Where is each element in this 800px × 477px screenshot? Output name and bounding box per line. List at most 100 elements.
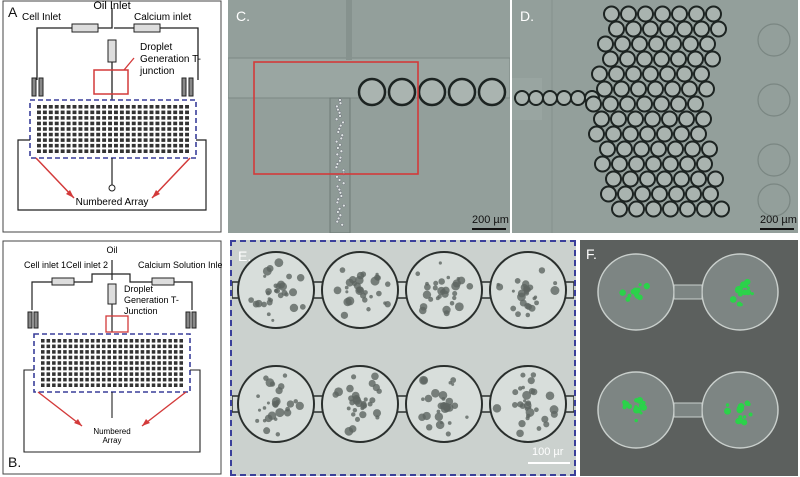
cell <box>422 290 432 300</box>
droplet <box>611 155 628 173</box>
cell <box>265 290 271 296</box>
array-cell <box>114 138 118 142</box>
cell <box>335 152 339 156</box>
array-cell <box>68 350 73 354</box>
droplet <box>603 5 620 23</box>
array-cell <box>78 143 83 148</box>
array-cell <box>66 121 71 126</box>
array-cell <box>96 339 100 343</box>
cell <box>352 394 361 403</box>
droplet <box>678 110 695 128</box>
array-cell <box>119 121 124 126</box>
cell <box>438 278 445 285</box>
fluorescent-cell <box>633 406 639 412</box>
array-cell <box>74 355 78 360</box>
array-cell <box>168 377 172 382</box>
droplet <box>681 80 698 98</box>
array-cell <box>84 116 89 120</box>
array-cell <box>118 361 123 365</box>
cell <box>340 223 344 227</box>
b-numbered-label-2: Array <box>102 436 121 445</box>
array-cell <box>101 355 106 360</box>
array-cell <box>119 116 124 120</box>
cell <box>255 418 260 423</box>
array-cell <box>60 116 65 120</box>
cell <box>371 372 379 381</box>
array-cell <box>108 138 112 142</box>
cell <box>277 383 285 390</box>
cell <box>424 283 431 291</box>
array-cell <box>102 127 107 131</box>
droplet <box>707 170 724 188</box>
array-cell <box>131 132 136 137</box>
cell <box>525 408 535 417</box>
array-cell <box>37 105 41 109</box>
t-junction-highlight <box>93 69 129 95</box>
cell <box>274 289 279 293</box>
array-cell <box>173 127 178 131</box>
array-cell <box>173 105 178 109</box>
array-cell <box>179 143 184 148</box>
array-cell <box>131 116 136 120</box>
array-cell <box>60 121 65 126</box>
fluorescent-cell <box>742 415 747 419</box>
fluorescent-cell <box>750 292 754 296</box>
array-cell <box>179 361 183 365</box>
array-cell <box>72 105 77 109</box>
array-cell <box>119 132 124 137</box>
array-cell <box>48 132 53 137</box>
droplet <box>613 80 630 98</box>
array-cell <box>151 366 156 371</box>
array-cell <box>52 344 56 349</box>
array-cell <box>78 132 83 137</box>
cell <box>519 403 526 409</box>
array-cell <box>90 110 95 115</box>
array-cell <box>107 350 111 354</box>
cell <box>451 402 459 409</box>
array-cell <box>125 143 130 148</box>
cell <box>356 287 362 293</box>
array-cell <box>113 372 117 376</box>
fluorescent-cell <box>639 411 643 415</box>
droplet <box>659 20 676 38</box>
array-cell <box>137 143 142 148</box>
array-cell <box>66 127 71 131</box>
cell <box>275 408 285 418</box>
array-cell <box>185 132 189 137</box>
array-cell <box>85 344 89 349</box>
fluorescent-cell <box>627 293 632 298</box>
panel-c-letter: C. <box>236 8 250 24</box>
trap-pocket <box>757 183 791 217</box>
array-cell <box>102 149 107 153</box>
array-cell <box>179 138 184 142</box>
cell <box>255 299 263 308</box>
cell <box>338 191 343 195</box>
droplet <box>696 155 713 173</box>
cell <box>372 409 382 418</box>
array-cell <box>124 383 128 387</box>
cell <box>366 307 371 312</box>
droplet <box>605 125 622 143</box>
array-cell <box>102 116 107 120</box>
array-cell <box>57 339 62 343</box>
array-cell <box>129 361 134 365</box>
array-cell <box>167 105 172 109</box>
array-cell <box>113 350 117 354</box>
array-cell <box>173 344 178 349</box>
array-cell <box>157 339 161 343</box>
cell <box>359 411 367 419</box>
array-cell <box>119 143 124 148</box>
cell <box>333 286 342 295</box>
droplet <box>693 65 710 83</box>
oil-inlet-label: Oil Inlet <box>93 0 130 12</box>
cell <box>336 107 340 112</box>
panel-e-letter: E. <box>238 248 252 264</box>
cell <box>511 289 515 293</box>
cell <box>550 286 560 295</box>
array-cell <box>161 143 166 148</box>
array-cell <box>48 143 53 148</box>
array-cell <box>157 344 161 349</box>
droplet-row <box>357 77 507 107</box>
array-cell <box>46 361 51 365</box>
array-cell <box>96 366 100 371</box>
